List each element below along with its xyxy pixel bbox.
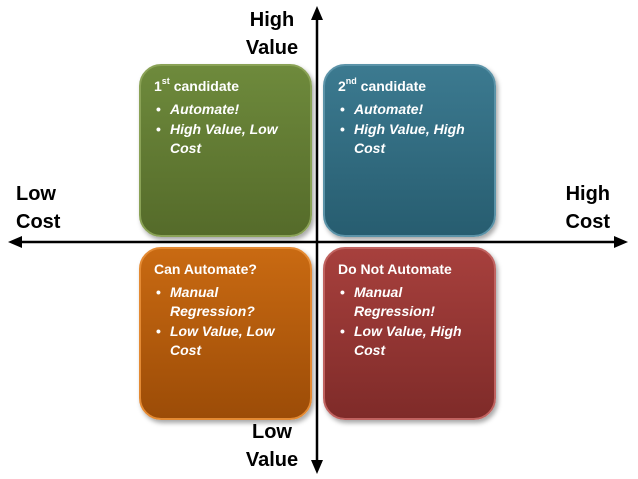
bullet-item: Low Value, High Cost xyxy=(338,322,484,360)
bullet-item: Automate! xyxy=(338,100,484,119)
quadrant-bullet-list: Manual Regression? Low Value, Low Cost xyxy=(154,283,300,360)
quadrant-title: 1st candidate xyxy=(154,76,300,96)
quadrant-do-not-automate: Do Not Automate Manual Regression! Low V… xyxy=(323,247,496,420)
title-superscript: nd xyxy=(345,76,357,87)
axis-label-low-cost: Low Cost xyxy=(16,180,60,236)
left-arrow-icon xyxy=(8,236,22,248)
right-arrow-icon xyxy=(614,236,628,248)
bullet-item: Manual Regression? xyxy=(154,283,300,321)
quadrant-title: 2nd candidate xyxy=(338,76,484,96)
up-arrow-icon xyxy=(311,6,323,20)
quadrant-title: Can Automate? xyxy=(154,261,257,277)
axis-label-high-value: High Value xyxy=(240,6,304,62)
axis-label-high-cost: High Cost xyxy=(560,180,610,236)
bullet-item: Manual Regression! xyxy=(338,283,484,321)
quadrant-bullet-list: Automate! High Value, High Cost xyxy=(338,100,484,158)
quadrant-bullet-list: Manual Regression! Low Value, High Cost xyxy=(338,283,484,360)
axis-label-line: Low xyxy=(16,183,56,205)
axis-label-line: High xyxy=(249,9,295,31)
axis-label-line: Cost xyxy=(16,211,61,233)
quadrant-can-automate: Can Automate? Manual Regression? Low Val… xyxy=(139,247,312,420)
bullet-item: High Value, Low Cost xyxy=(154,120,300,158)
title-superscript: st xyxy=(161,76,170,87)
axis-label-line: High xyxy=(565,183,610,205)
title-number: 2 xyxy=(338,78,346,94)
axis-label-line: Value xyxy=(245,37,299,59)
quadrant-title: Do Not Automate xyxy=(338,261,452,277)
axis-label-line: Cost xyxy=(565,211,610,233)
bullet-item: High Value, High Cost xyxy=(338,120,484,158)
quadrant-first-candidate: 1st candidate Automate! High Value, Low … xyxy=(139,64,312,237)
title-text: candidate xyxy=(356,78,427,94)
axis-label-line: Low xyxy=(252,421,292,443)
quadrant-bullet-list: Automate! High Value, Low Cost xyxy=(154,100,300,158)
down-arrow-icon xyxy=(311,460,323,474)
bullet-item: Low Value, Low Cost xyxy=(154,322,300,360)
axis-label-line: Value xyxy=(245,449,299,471)
title-text: candidate xyxy=(169,78,240,94)
title-number: 1 xyxy=(154,78,162,94)
quadrant-second-candidate: 2nd candidate Automate! High Value, High… xyxy=(323,64,496,237)
bullet-item: Automate! xyxy=(154,100,300,119)
axis-label-low-value: Low Value xyxy=(240,418,304,474)
